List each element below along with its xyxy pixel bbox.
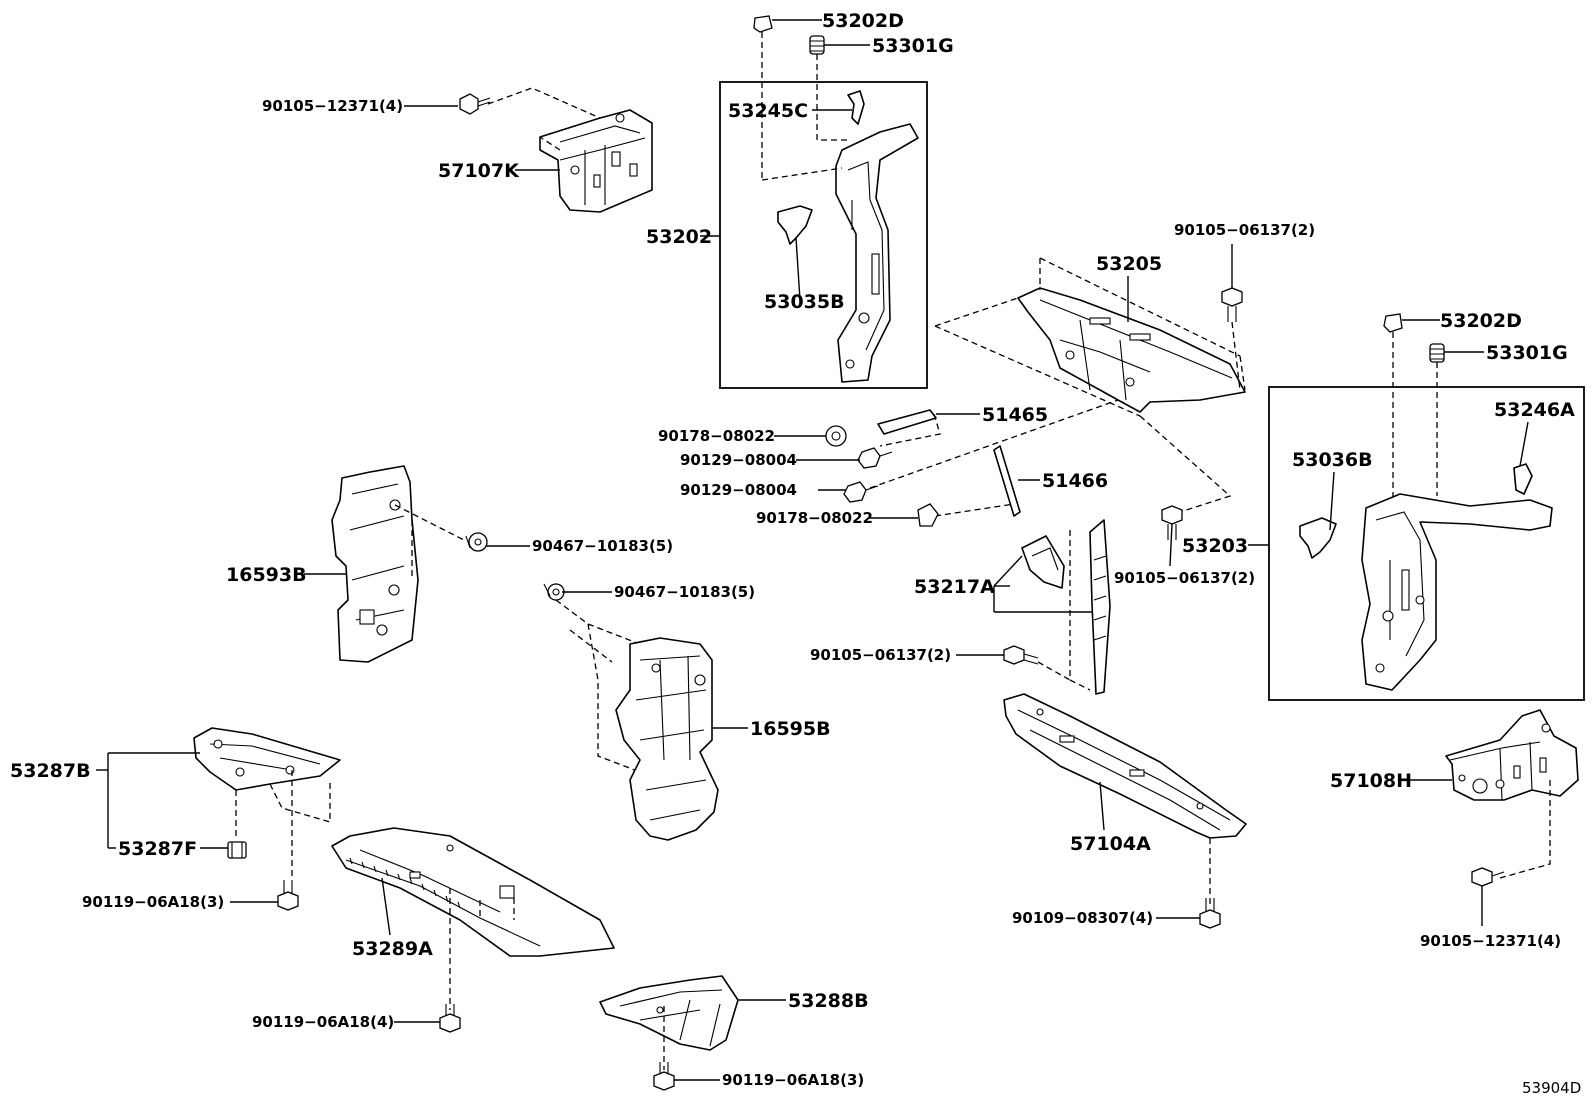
leader-lines [96, 19, 1529, 1081]
fastener-53301g-top [809, 35, 825, 55]
bolt-90105-06137-a [1221, 287, 1243, 322]
label-57104a: 57104A [1070, 833, 1151, 855]
label-90105-06137-b: 90105−06137(2) [1114, 569, 1255, 587]
label-90105-06137-c: 90105−06137(2) [810, 646, 951, 664]
label-90467-10183-a: 90467−10183(5) [532, 537, 673, 555]
fastener-53301g-right [1429, 343, 1445, 363]
bolt-90105-12371-b [1471, 867, 1505, 887]
label-53287f: 53287F [118, 838, 197, 860]
label-53203: 53203 [1182, 535, 1248, 557]
label-90105-12371-b: 90105−12371(4) [1420, 932, 1561, 950]
air-guide-16593b [331, 465, 419, 663]
label-53217a: 53217A [914, 576, 995, 598]
label-90467-10183-b: 90467−10183(5) [614, 583, 755, 601]
bolt-90105-12371-a [459, 93, 491, 115]
label-90178-08022-a: 90178−08022 [658, 427, 775, 445]
stay-51466 [993, 445, 1021, 517]
label-16593b: 16593B [226, 564, 307, 586]
label-57108h: 57108H [1330, 770, 1412, 792]
label-53202: 53202 [646, 226, 712, 248]
bolt-90109-08307 [1199, 898, 1221, 929]
seal-53217a-strip [1089, 519, 1111, 695]
label-90119-06a18-a: 90119−06A18(3) [82, 893, 224, 911]
fastener-53202d-right [1383, 313, 1403, 333]
label-53202d-top: 53202D [822, 10, 904, 32]
bolt-90129-08004-b [843, 481, 879, 503]
label-90105-06137-a: 90105−06137(2) [1174, 221, 1315, 239]
label-90119-06a18-b: 90119−06A18(4) [252, 1013, 394, 1031]
diagram-code: 53904D [1522, 1079, 1581, 1097]
label-90109-08307: 90109−08307(4) [1012, 909, 1153, 927]
label-53301g-top: 53301G [872, 35, 954, 57]
label-51465: 51465 [982, 404, 1048, 426]
label-16595b: 16595B [750, 718, 831, 740]
clip-90467-10183-b [543, 583, 565, 601]
label-90129-08004-b: 90129−08004 [680, 481, 797, 499]
panel-53203 [1361, 493, 1553, 691]
bolt-90105-06137-c [1003, 645, 1039, 665]
clip-90178-08022-b [917, 503, 939, 527]
support-57104a [1003, 693, 1247, 839]
label-53288b: 53288B [788, 990, 869, 1012]
stay-51465 [877, 409, 937, 435]
label-51466: 51466 [1042, 470, 1108, 492]
bracket-53035b [777, 205, 813, 245]
air-guide-16595b [615, 637, 719, 841]
label-53287b: 53287B [10, 760, 91, 782]
label-53205: 53205 [1096, 253, 1162, 275]
bracket-57108h [1445, 709, 1579, 801]
label-53035b: 53035B [764, 291, 845, 313]
panel-53202 [835, 123, 919, 383]
bolt-90105-06137-b [1161, 505, 1183, 540]
bracket-57107k [539, 109, 653, 213]
label-90129-08004-a: 90129−08004 [680, 451, 797, 469]
label-53301g-right: 53301G [1486, 342, 1568, 364]
seal-53217a-block [1021, 535, 1065, 589]
clip-53287f [227, 841, 247, 859]
group-box-53202 [719, 81, 928, 389]
bolt-90119-06a18-c [653, 1062, 675, 1091]
label-53036b: 53036B [1292, 449, 1373, 471]
label-90119-06a18-c: 90119−06A18(3) [722, 1071, 864, 1089]
label-53246a: 53246A [1494, 399, 1575, 421]
group-box-53203 [1268, 386, 1585, 701]
label-53245c: 53245C [728, 100, 808, 122]
label-53289a: 53289A [352, 938, 433, 960]
clip-53246a [1513, 463, 1533, 495]
bolt-90119-06a18-a [277, 880, 299, 911]
bracket-53036b [1299, 517, 1337, 559]
label-90105-12371-a: 90105−12371(4) [262, 97, 403, 115]
clip-53245c [847, 90, 865, 125]
cover-53288b [599, 975, 739, 1051]
label-57107k: 57107K [438, 160, 520, 182]
bolt-90119-06a18-b [439, 1004, 461, 1033]
clip-90467-10183-a [465, 532, 488, 552]
bolt-90129-08004-a [857, 447, 893, 469]
under-cover-53289a [331, 827, 615, 957]
label-53202d-right: 53202D [1440, 310, 1522, 332]
cover-53287b [193, 727, 341, 791]
label-90178-08022-b: 90178−08022 [756, 509, 873, 527]
fastener-53202d-top [753, 15, 773, 33]
nut-90178-08022-a [825, 425, 847, 447]
crossmember-53205 [1017, 287, 1246, 413]
